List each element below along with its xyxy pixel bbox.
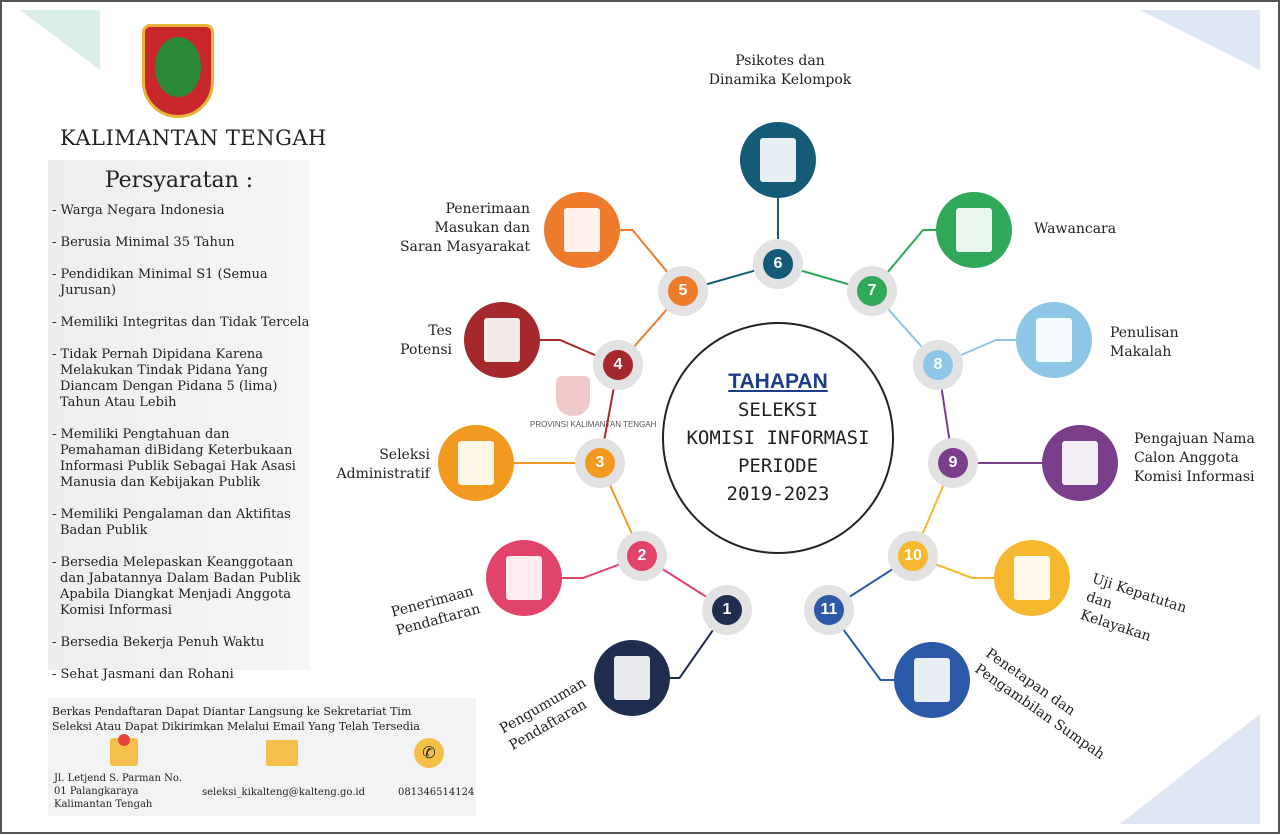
requirements-panel: Persyaratan : - Warga Negara Indonesia - …	[48, 160, 310, 682]
step-9-marker: 9	[928, 438, 978, 488]
requirement-item: - Memiliki Pengtahuan dan Pemahaman diBi…	[52, 427, 296, 490]
requirement-item: - Bersedia Bekerja Penuh Waktu	[52, 635, 265, 650]
requirement-item: - Memiliki Pengalaman dan Aktifitas Bada…	[52, 507, 291, 538]
step-11-marker: 11	[804, 585, 854, 635]
step-9-label: Pengajuan Nama Calon Anggota Komisi Info…	[1134, 431, 1255, 485]
center-line: PERIODE	[737, 455, 819, 477]
step-3-label: Seleksi Administratif	[336, 447, 430, 482]
center-heading: TAHAPAN	[728, 370, 828, 393]
requirement-item: - Pendidikan Minimal S1 (Semua Jurusan)	[52, 267, 268, 298]
province-logo	[142, 24, 214, 118]
province-name: KALIMANTAN TENGAH	[60, 126, 327, 150]
contact-email[interactable]: seleksi_kikalteng@kalteng.go.id	[202, 787, 366, 798]
step-7-label: Wawancara	[1034, 221, 1117, 237]
phone-icon: ✆	[414, 738, 444, 768]
step-4-marker: 4	[593, 340, 643, 390]
step-10-marker: 10	[888, 531, 938, 581]
requirement-item: - Tidak Pernah Dipidana Karena Melakukan…	[52, 347, 278, 410]
certificate-icon	[894, 642, 970, 718]
requirement-item: - Warga Negara Indonesia	[52, 203, 225, 218]
candidates-shield-icon	[1042, 425, 1118, 501]
center-title-circle: TAHAPAN SELEKSI KOMISI INFORMASI PERIODE…	[662, 322, 894, 554]
step-7-marker: 7	[847, 266, 897, 316]
contact-phone: 081346514124	[398, 787, 475, 798]
requirements-title: Persyaratan :	[104, 168, 254, 193]
decor-triangle	[20, 10, 100, 70]
requirement-item: - Bersedia Melepaskan Keanggotaan dan Ja…	[52, 555, 301, 618]
step-2-marker: 2	[617, 531, 667, 581]
step-5-marker: 5	[658, 266, 708, 316]
step-6-label: Psikotes dan Dinamika Kelompok	[708, 53, 852, 88]
center-line: KOMISI INFORMASI	[686, 427, 870, 449]
requirement-item: - Memiliki Integritas dan Tidak Tercela	[52, 315, 310, 330]
requirement-item: - Sehat Jasmani dan Rohani	[52, 667, 234, 682]
center-line: SELEKSI	[737, 399, 819, 421]
contact-address: Jl. Letjend S. Parman No. 01 Palangkaray…	[54, 773, 182, 810]
step-8-label: Penulisan Makalah	[1110, 325, 1179, 360]
grade-a-plus-icon	[994, 540, 1070, 616]
paper-writing-icon	[1016, 302, 1092, 378]
requirement-item: - Berusia Minimal 35 Tahun	[52, 235, 235, 250]
contact-note: Berkas Pendaftaran Dapat Diantar Langsun…	[52, 705, 420, 733]
step-4-label: Tes Potensi	[400, 323, 452, 358]
step-1-marker: 1	[702, 585, 752, 635]
decor-triangle	[1140, 10, 1260, 70]
feedback-megaphone-icon	[544, 192, 620, 268]
center-line: 2019-2023	[726, 483, 830, 505]
decor-triangle	[1120, 714, 1260, 824]
interview-icon	[936, 192, 1012, 268]
watermark: PROVINSI KALIMANTAN TENGAH	[530, 376, 656, 430]
megaphone-icon	[594, 640, 670, 716]
checklist-pencil-icon	[740, 122, 816, 198]
email-icon	[266, 740, 298, 766]
step-5-label: Penerimaan Masukan dan Saran Masyarakat	[399, 201, 530, 255]
contact-panel: Berkas Pendaftaran Dapat Diantar Langsun…	[48, 698, 476, 816]
test-paper-icon	[464, 302, 540, 378]
watermark-logo	[556, 376, 590, 416]
step-6-marker: 6	[753, 239, 803, 289]
step-3-marker: 3	[575, 438, 625, 488]
step-8-marker: 8	[913, 340, 963, 390]
map-pin-icon	[110, 734, 138, 766]
checklist-icon	[438, 425, 514, 501]
document-search-icon	[486, 540, 562, 616]
watermark-text: PROVINSI KALIMANTAN TENGAH	[530, 420, 657, 429]
